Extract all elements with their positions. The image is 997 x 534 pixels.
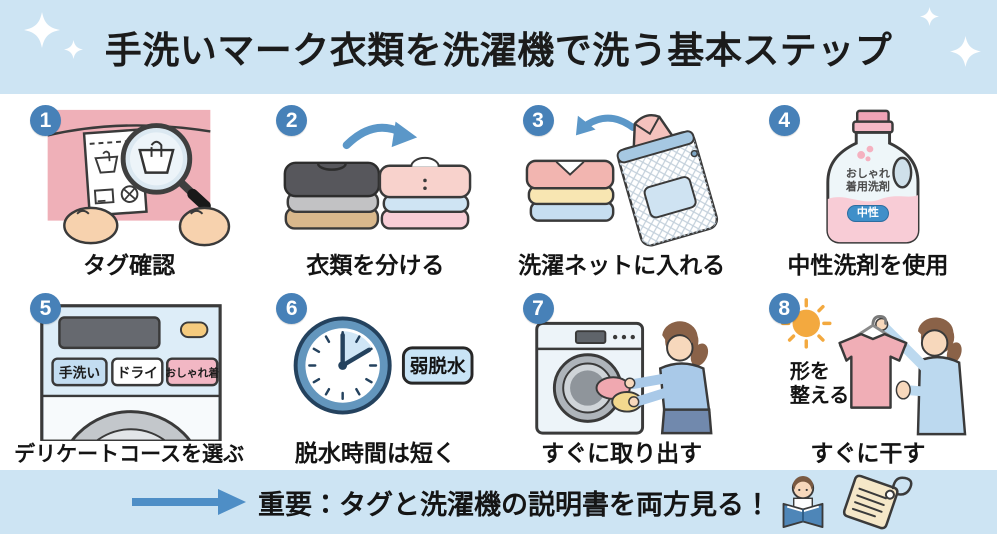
step-6-number-badge: 6	[276, 293, 308, 324]
tag-check-illustration	[25, 104, 233, 251]
sort-clothes-illustration	[271, 104, 479, 251]
shape-note-line1: 形を	[789, 360, 830, 383]
steps-grid: 1	[6, 94, 991, 470]
tag-icon	[842, 474, 913, 530]
step-2: 2 衣類を分ける	[252, 94, 498, 282]
step-4: 4 おしゃれ 着用洗剤 中性 中性	[745, 94, 991, 282]
header-band: 手洗いマーク衣類を洗濯機で洗う基本ステップ	[0, 0, 997, 94]
washer-panel-illustration: 手洗い ドライ おしゃれ着	[25, 294, 233, 441]
footer-icons	[777, 472, 915, 532]
weak-spin-badge: 弱脱水	[410, 355, 466, 376]
step-4-label: 中性洗剤を使用	[787, 251, 949, 278]
sparkle-icon	[24, 12, 60, 48]
step-2-number-badge: 2	[276, 105, 308, 136]
step-5-number-badge: 5	[30, 293, 61, 324]
course-button-dry: ドライ	[117, 365, 158, 380]
step-6: 6	[252, 282, 498, 470]
step-1: 1	[6, 94, 252, 282]
step-1-label: タグ確認	[83, 251, 176, 278]
step-1-number-badge: 1	[30, 105, 61, 136]
step-3-label: 洗濯ネットに入れる	[518, 251, 726, 278]
right-arrow-icon	[132, 489, 246, 515]
step-6-label: 脱水時間は短く	[294, 439, 456, 466]
spin-time-illustration: 弱脱水	[271, 292, 479, 439]
hang-dry-illustration: 形を 整える	[764, 292, 972, 439]
bottle-label: おしゃれ 着用洗剤	[764, 168, 972, 196]
step-4-number-badge: 4	[768, 105, 800, 136]
bottle-label-line2: 着用洗剤	[845, 181, 890, 194]
bottle-label-line1: おしゃれ	[845, 167, 890, 180]
reading-person-icon	[782, 476, 824, 528]
footer-band: 重要：タグと洗濯機の説明書を両方見る！	[0, 470, 997, 534]
step-7-number-badge: 7	[522, 293, 554, 324]
page-title: 手洗いマーク衣類を洗濯機で洗う基本ステップ	[104, 30, 893, 71]
step-5: 5 手洗い ドライ おしゃれ着	[6, 282, 252, 470]
clothes-stacks-icon	[283, 121, 472, 230]
course-button-delicates: おしゃれ着	[165, 366, 219, 379]
sparkle-icon	[64, 40, 83, 59]
shape-note: 形を 整える	[790, 360, 849, 408]
footer-important-text: 重要：タグと洗濯機の説明書を両方見る！	[258, 489, 771, 520]
sparkle-icon	[920, 7, 939, 26]
washer-panel-icon: 手洗い ドライ おしゃれ着	[40, 304, 222, 441]
washer-unload-icon	[534, 320, 713, 435]
step-8-number-badge: 8	[768, 293, 800, 324]
hang-dry-icon	[780, 297, 967, 436]
detergent-bottle-illustration: おしゃれ 着用洗剤 中性	[764, 104, 972, 251]
laundry-net-icon	[525, 113, 718, 247]
step-7-label: すぐに取り出す	[541, 439, 703, 466]
laundry-net-illustration	[518, 104, 726, 251]
course-button-hand-wash: 手洗い	[59, 364, 100, 380]
step-3-number-badge: 3	[522, 105, 554, 136]
step-8-label: すぐに干す	[810, 439, 926, 466]
step-7: 7	[499, 282, 745, 470]
step-8: 8	[745, 282, 991, 470]
clock-icon: 弱脱水	[294, 316, 474, 415]
shape-note-line2: 整える	[789, 384, 850, 407]
sparkle-icon	[950, 36, 981, 67]
washer-unload-illustration	[518, 292, 726, 439]
step-5-label: デリケートコースを選ぶ	[14, 442, 245, 466]
neutral-badge: 中性	[846, 204, 889, 222]
step-3: 3	[499, 94, 745, 282]
care-tag-magnifier-icon	[47, 109, 231, 247]
step-2-label: 衣類を分ける	[306, 251, 445, 278]
